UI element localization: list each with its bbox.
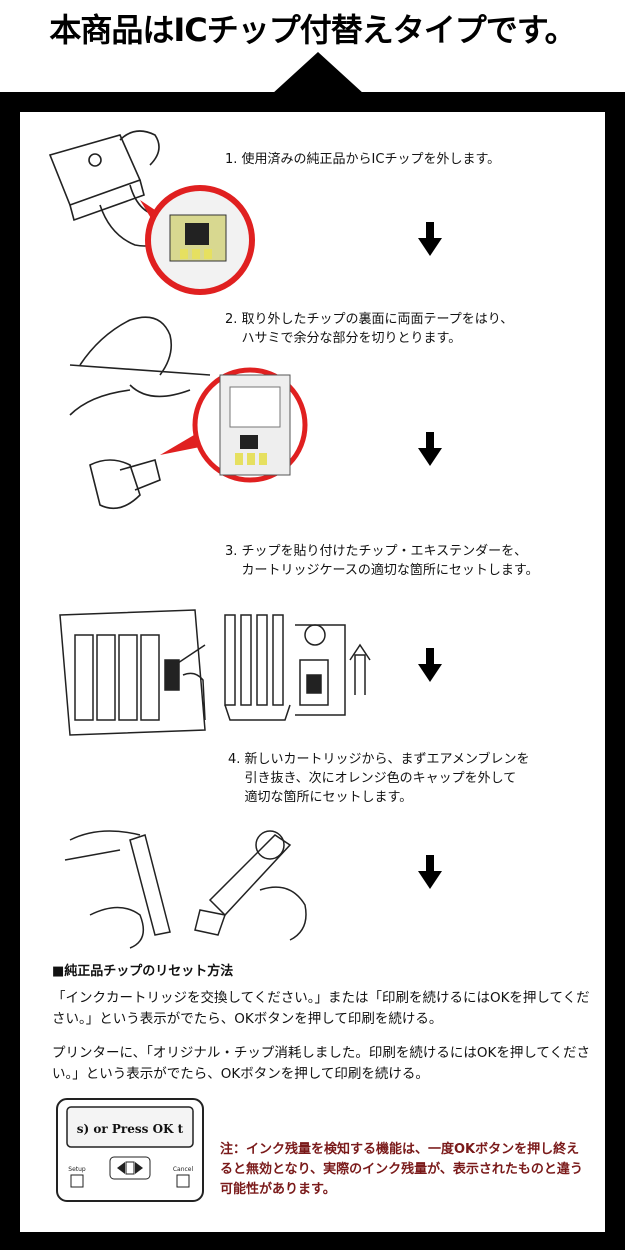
lcd-display-text: s) or Press OK t bbox=[77, 1122, 184, 1136]
step1-illustration bbox=[48, 130, 255, 295]
printer-panel-illustration: s) or Press OK t Setup Cancel bbox=[56, 1098, 204, 1202]
page-title: 本商品はICチップ付替えタイプです。 bbox=[49, 11, 576, 49]
down-arrow-icon bbox=[418, 432, 442, 466]
cancel-button-label: Cancel bbox=[173, 1166, 194, 1173]
warning-note: 注：インク残量を検知する機能は、一度OKボタンを押し終えると無効となり、実際のイ… bbox=[220, 1142, 583, 1197]
step4-illustration bbox=[64, 830, 307, 949]
step-2-text: 2. 取り外したチップの裏面に両面テープをはり、 ハサミで余分な部分を切りとりま… bbox=[225, 312, 514, 346]
content-panel bbox=[20, 112, 605, 1232]
setup-button-label: Setup bbox=[68, 1166, 86, 1173]
down-arrow-icon bbox=[418, 648, 442, 682]
title-pointer bbox=[272, 52, 364, 94]
step2-illustration bbox=[69, 316, 308, 510]
step-3-text: 3. チップを貼り付けたチップ・エキステンダーを、 カートリッジケースの適切な箇… bbox=[225, 544, 539, 578]
reset-heading: ■純正品チップのリセット方法 bbox=[52, 964, 234, 979]
step-1-text: 1. 使用済みの純正品からICチップを外します。 bbox=[225, 152, 501, 167]
down-arrow-icon bbox=[418, 222, 442, 256]
down-arrow-icon bbox=[418, 855, 442, 889]
footer-mark: - bbox=[40, 1219, 44, 1229]
reset-paragraph-1: 「インクカートリッジを交換してください。」または「印刷を続けるにはOKを押してく… bbox=[52, 990, 590, 1027]
step-4-text: 4. 新しいカートリッジから、まずエアメンブレンを 引き抜き、次にオレンジ色のキ… bbox=[228, 752, 530, 805]
reset-paragraph-2: プリンターに、「オリジナル・チップ消耗しました。印刷を続けるにはOKを押してくだ… bbox=[52, 1045, 591, 1082]
step3-illustration bbox=[59, 609, 371, 736]
